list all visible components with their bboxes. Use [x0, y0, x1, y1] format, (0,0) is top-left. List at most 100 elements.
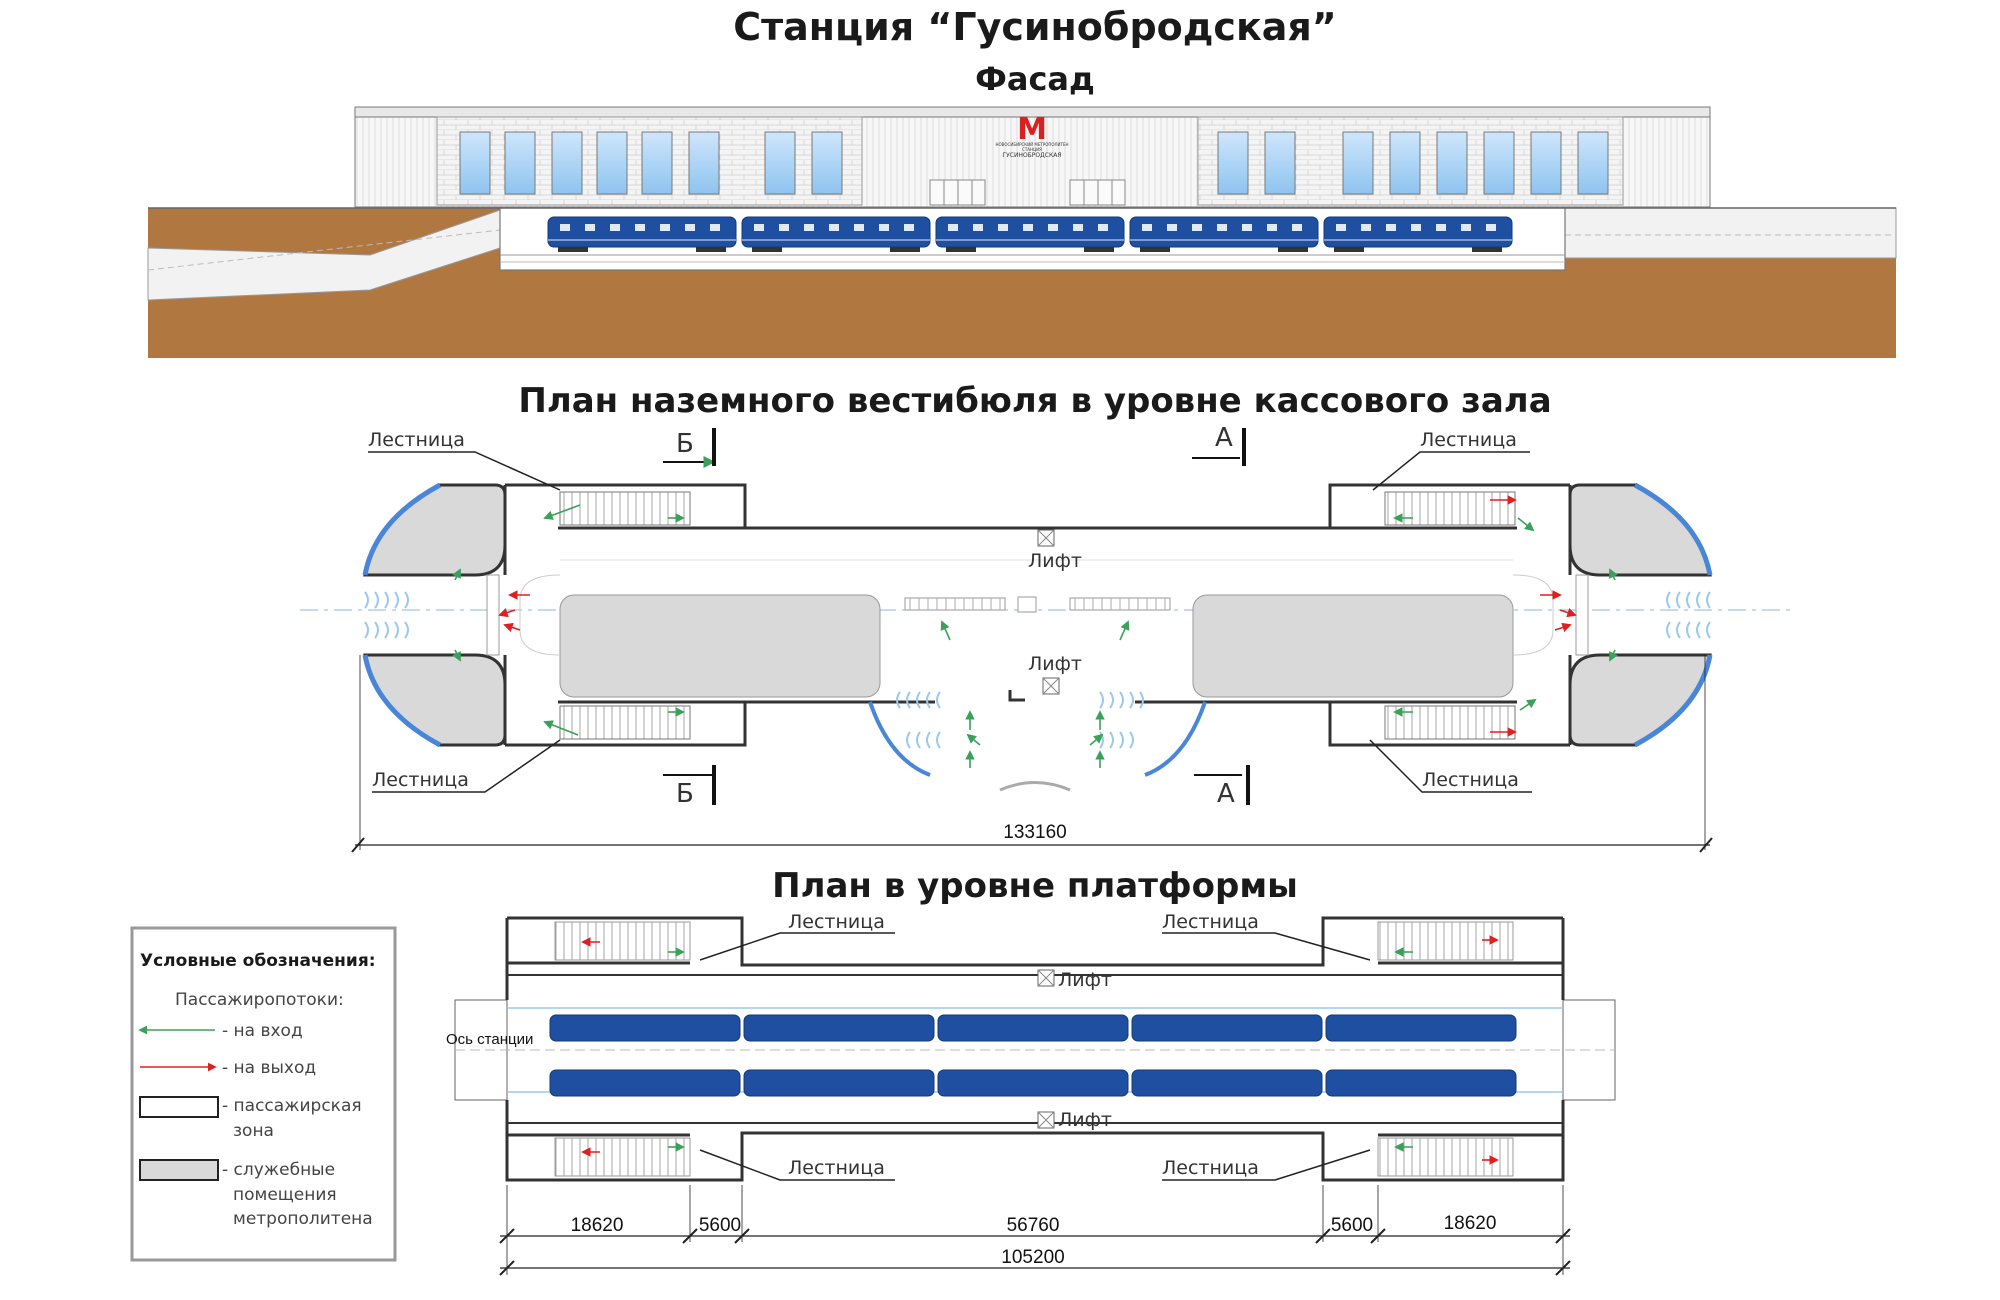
section-mark-b-top: Б	[663, 428, 716, 468]
facade-title: Фасад	[975, 60, 1095, 98]
platform-train-car	[549, 1014, 741, 1042]
facade-window	[1342, 131, 1374, 195]
platform-stair-lt	[554, 921, 691, 961]
platform-train-car	[937, 1069, 1129, 1097]
section-mark-b-bottom: Б	[663, 765, 716, 809]
legend-passenger-zone-l1: - пассажирская	[222, 1096, 362, 1116]
sign-line-2: СТАНЦИЯ	[1022, 147, 1042, 152]
svg-text:А: А	[1217, 779, 1235, 809]
platform-lift-top-label: Лифт	[1058, 969, 1112, 991]
section-mark-a-bottom: А	[1194, 765, 1250, 809]
dim-total-105200: 105200	[1001, 1247, 1064, 1268]
facade-window	[504, 131, 536, 195]
vestibule-dimension	[351, 655, 1713, 853]
train-car	[547, 216, 737, 248]
facade-window	[811, 131, 843, 195]
svg-text:А: А	[1215, 423, 1233, 453]
stair-right-bottom	[1384, 705, 1516, 740]
facade-window	[1530, 131, 1562, 195]
svg-text:Б: Б	[676, 779, 694, 809]
stair-left-top	[559, 491, 691, 526]
dim-5600-right: 5600	[1331, 1215, 1373, 1236]
legend-subtitle: Пассажиропотоки:	[175, 990, 344, 1010]
stair-label-plat-lt: Лестница	[788, 911, 885, 933]
right-ground	[1564, 207, 1897, 259]
section-mark-a-top: А	[1192, 423, 1246, 466]
stair-label-vest-rt: Лестница	[1420, 429, 1517, 451]
legend-service-l1: - служебные	[222, 1160, 335, 1180]
facade-windows	[459, 131, 1609, 195]
station-axis-label: Ось станции	[446, 1031, 533, 1048]
legend-title: Условные обозначения:	[140, 951, 376, 971]
facade-window	[1264, 131, 1296, 195]
legend-exit-text: - на выход	[222, 1058, 316, 1078]
vestibule-total-dimension: 133160	[1003, 822, 1066, 843]
platform-train-car	[743, 1069, 935, 1097]
legend-service-l3: метрополитена	[233, 1209, 373, 1229]
platform-train-car	[1131, 1014, 1323, 1042]
platform-stair-rb	[1377, 1137, 1514, 1177]
lift-top-label: Лифт	[1028, 550, 1082, 572]
train-car	[1129, 216, 1319, 248]
platform-dimensions	[499, 1185, 1571, 1276]
platform-stair-rt	[1377, 921, 1514, 961]
facade-window	[1389, 131, 1421, 195]
facade-window	[764, 131, 796, 195]
legend-passenger-zone-l2: зона	[233, 1121, 274, 1141]
platform-train-car	[743, 1014, 935, 1042]
facade-window	[1436, 131, 1468, 195]
legend-passenger-zone-swatch	[139, 1096, 219, 1118]
vestibule-plan-title: План наземного вестибюля в уровне кассов…	[518, 381, 1551, 421]
platform-plan: Ось станции Лифт Лифт Лестница Лестница …	[446, 911, 1616, 1276]
facade-window	[1483, 131, 1515, 195]
legend-service-swatch	[139, 1159, 219, 1181]
facade-window	[688, 131, 720, 195]
train-car	[741, 216, 931, 248]
metro-logo-icon: М	[1017, 112, 1047, 147]
stair-label-plat-rt: Лестница	[1162, 911, 1259, 933]
legend-entry-text: - на вход	[222, 1021, 303, 1041]
platform-train-car	[549, 1069, 741, 1097]
facade-window	[596, 131, 628, 195]
svg-text:Б: Б	[676, 429, 694, 459]
stair-label-vest-lb: Лестница	[372, 769, 469, 791]
stair-label-plat-rb: Лестница	[1162, 1157, 1259, 1179]
facade-window	[459, 131, 491, 195]
facade-window	[551, 131, 583, 195]
platform-trains	[549, 1014, 1517, 1097]
platform-train-car	[1325, 1014, 1517, 1042]
train-car	[935, 216, 1125, 248]
dim-56760: 56760	[1007, 1215, 1060, 1236]
dim-18620-right: 18620	[1444, 1213, 1497, 1234]
stair-left-bottom	[559, 705, 691, 740]
sign-line-1: НОВОСИБИРСКИЙ МЕТРОПОЛИТЕН	[996, 142, 1069, 147]
legend: Условные обозначения: Пассажиропотоки: -…	[130, 926, 397, 1262]
dim-18620-left: 18620	[571, 1215, 624, 1236]
legend-frame	[130, 926, 397, 1262]
platform-stair-lb	[554, 1137, 691, 1177]
service-block-right	[1192, 594, 1514, 698]
train-car	[1323, 216, 1513, 248]
sign-line-3: ГУСИНОБРОДСКАЯ	[1002, 152, 1061, 159]
vestibule-plan: Лифт Лифт Лестница Лестница Лестница Лес…	[300, 423, 1790, 853]
main-title: Станция “Гусинобродская”	[733, 5, 1337, 49]
facade-train	[547, 216, 1513, 252]
platform-train-car	[937, 1014, 1129, 1042]
facade-window	[641, 131, 673, 195]
service-block-left	[559, 594, 881, 698]
facade-window	[1217, 131, 1249, 195]
facade-doors	[929, 179, 1126, 206]
stair-label-vest-lt: Лестница	[368, 429, 465, 451]
platform-train-car	[1325, 1069, 1517, 1097]
facade-elevation: М НОВОСИБИРСКИЙ МЕТРОПОЛИТЕН СТАНЦИЯ ГУС…	[147, 106, 1897, 358]
facade-window	[1577, 131, 1609, 195]
metro-sign: М НОВОСИБИРСКИЙ МЕТРОПОЛИТЕН СТАНЦИЯ ГУС…	[996, 112, 1069, 159]
legend-service-l2: помещения	[233, 1185, 337, 1205]
stair-label-vest-rb: Лестница	[1422, 769, 1519, 791]
dim-5600-left: 5600	[699, 1215, 741, 1236]
stair-label-plat-lb: Лестница	[788, 1157, 885, 1179]
platform-lift-bottom-label: Лифт	[1058, 1109, 1112, 1131]
stair-right-top	[1384, 491, 1516, 526]
lift-bottom-label: Лифт	[1028, 653, 1082, 675]
